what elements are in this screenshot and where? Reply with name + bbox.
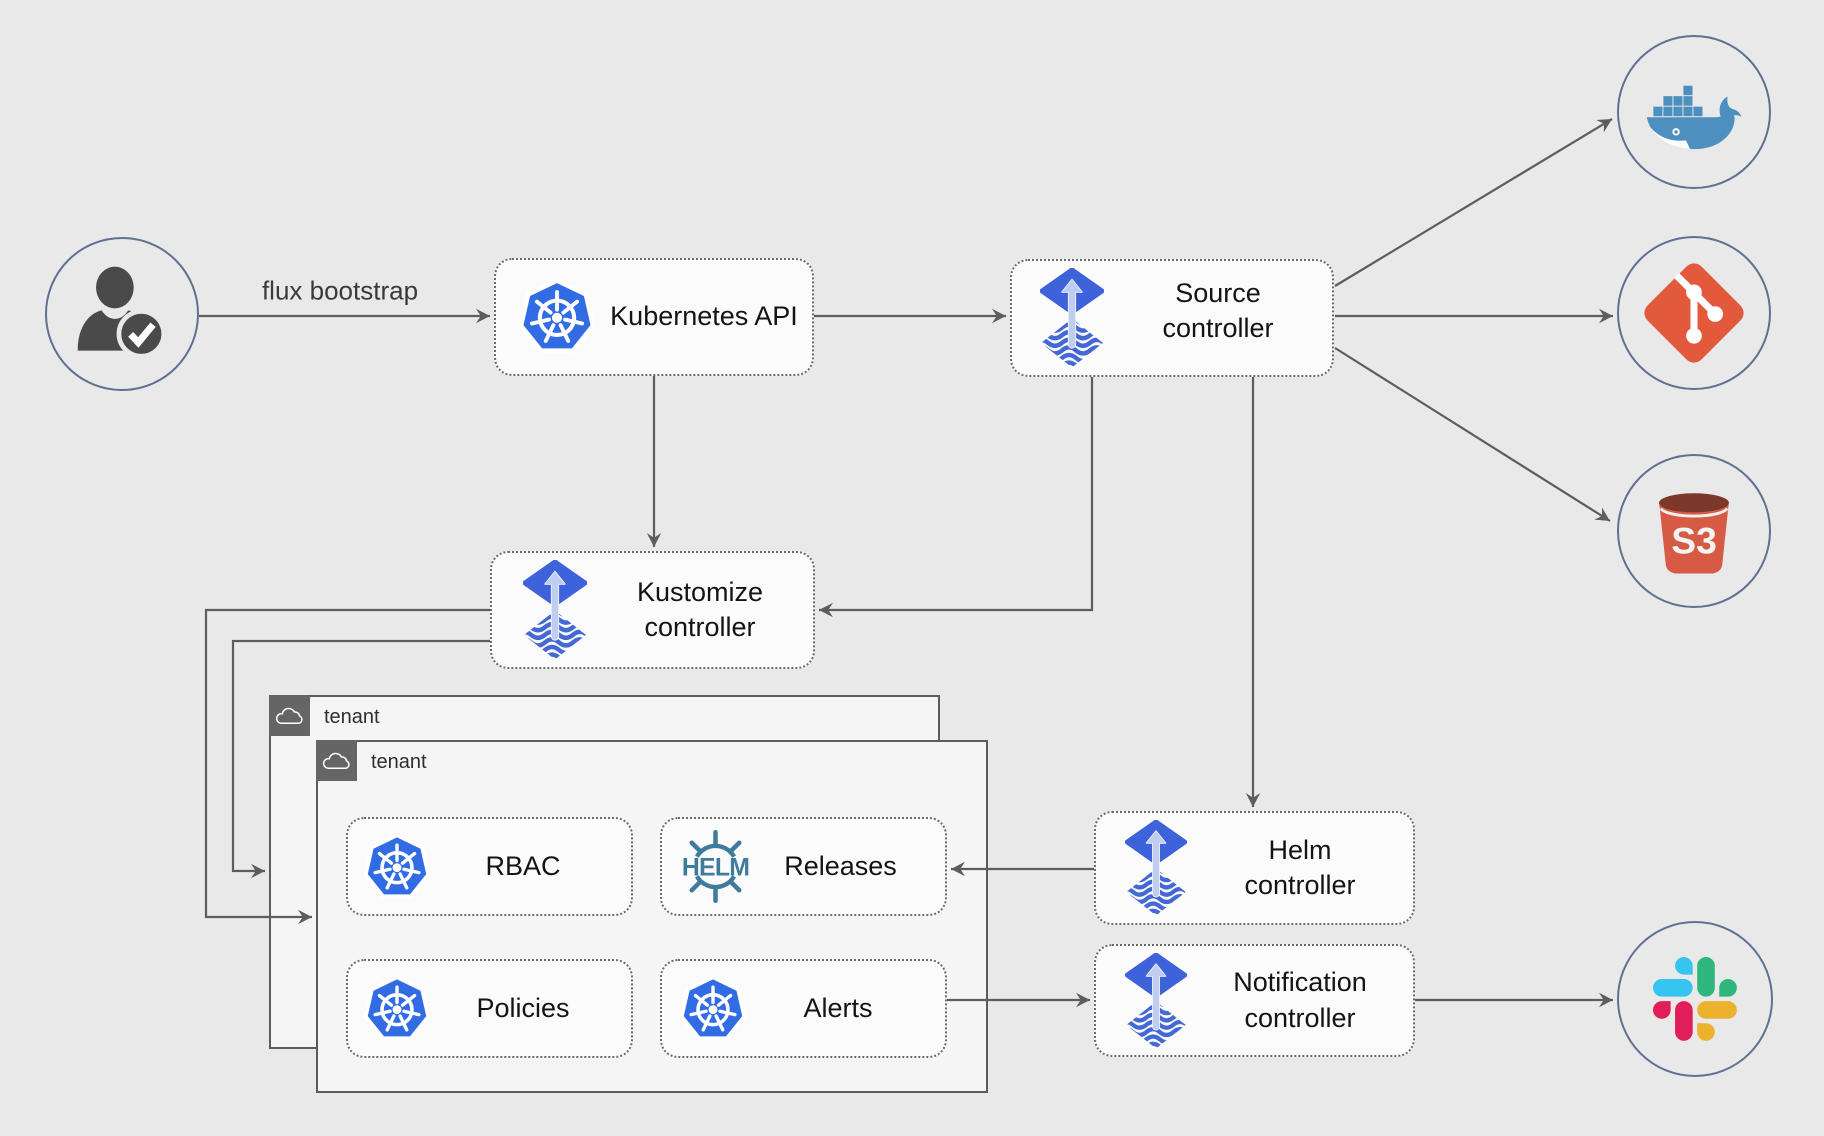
node-alerts-label: Alerts [803, 992, 873, 1023]
kubernetes-icon [679, 975, 747, 1043]
node-docker-registry [1617, 35, 1771, 189]
helm-icon [679, 830, 752, 903]
node-rbac-label: RBAC [485, 850, 561, 881]
flux-icon [1040, 268, 1104, 368]
node-source-controller: Source controller [1010, 259, 1334, 377]
edge-source-controller-to-docker-registry [1334, 118, 1613, 287]
tenant-back-tab [269, 695, 310, 736]
cloud-icon [320, 749, 353, 773]
node-user [45, 237, 199, 391]
node-helm-controller: Helm controller [1094, 811, 1415, 925]
node-policies-label: Policies [476, 992, 570, 1023]
node-kustomize-controller: Kustomize controller [490, 551, 815, 669]
kubernetes-icon [363, 975, 431, 1043]
flux-icon [1125, 820, 1187, 916]
node-rbac: RBAC [346, 817, 633, 916]
node-policies: Policies [346, 959, 633, 1058]
flux-icon [523, 560, 587, 660]
cloud-icon [273, 704, 306, 728]
node-notification-controller: Notification controller [1094, 944, 1415, 1057]
node-alerts: Alerts [660, 959, 947, 1058]
node-releases: Releases [660, 817, 947, 916]
kubernetes-icon [363, 833, 431, 901]
tenant-back-label: tenant [324, 706, 380, 728]
tenant-front-tab [316, 740, 357, 781]
node-releases-label: Releases [784, 850, 897, 881]
node-git-repository [1617, 236, 1771, 390]
docker-icon [1642, 70, 1746, 155]
edge-source-controller-to-kustomize-controller [819, 377, 1094, 618]
flux-icon [1125, 953, 1187, 1049]
node-helm-controller-label: Helm controller [1244, 834, 1356, 900]
node-kubernetes-api-label: Kubernetes API [610, 301, 798, 332]
edge-source-controller-to-s3-bucket [1334, 347, 1611, 522]
node-kustomize-controller-label: Kustomize controller [636, 576, 764, 642]
git-icon [1641, 260, 1747, 366]
s3-icon [1651, 483, 1737, 579]
slack-icon [1653, 957, 1737, 1041]
edge-label-flux-bootstrap: flux bootstrap [261, 275, 419, 306]
user-check-icon [66, 258, 178, 370]
kubernetes-icon [518, 278, 596, 356]
node-slack [1617, 921, 1773, 1077]
tenant-front-label: tenant [371, 751, 427, 773]
node-kubernetes-api: Kubernetes API [494, 258, 814, 376]
node-s3-bucket [1617, 454, 1771, 608]
node-source-controller-label: Source controller [1162, 277, 1274, 343]
node-notification-controller-label: Notification controller [1233, 967, 1367, 1033]
